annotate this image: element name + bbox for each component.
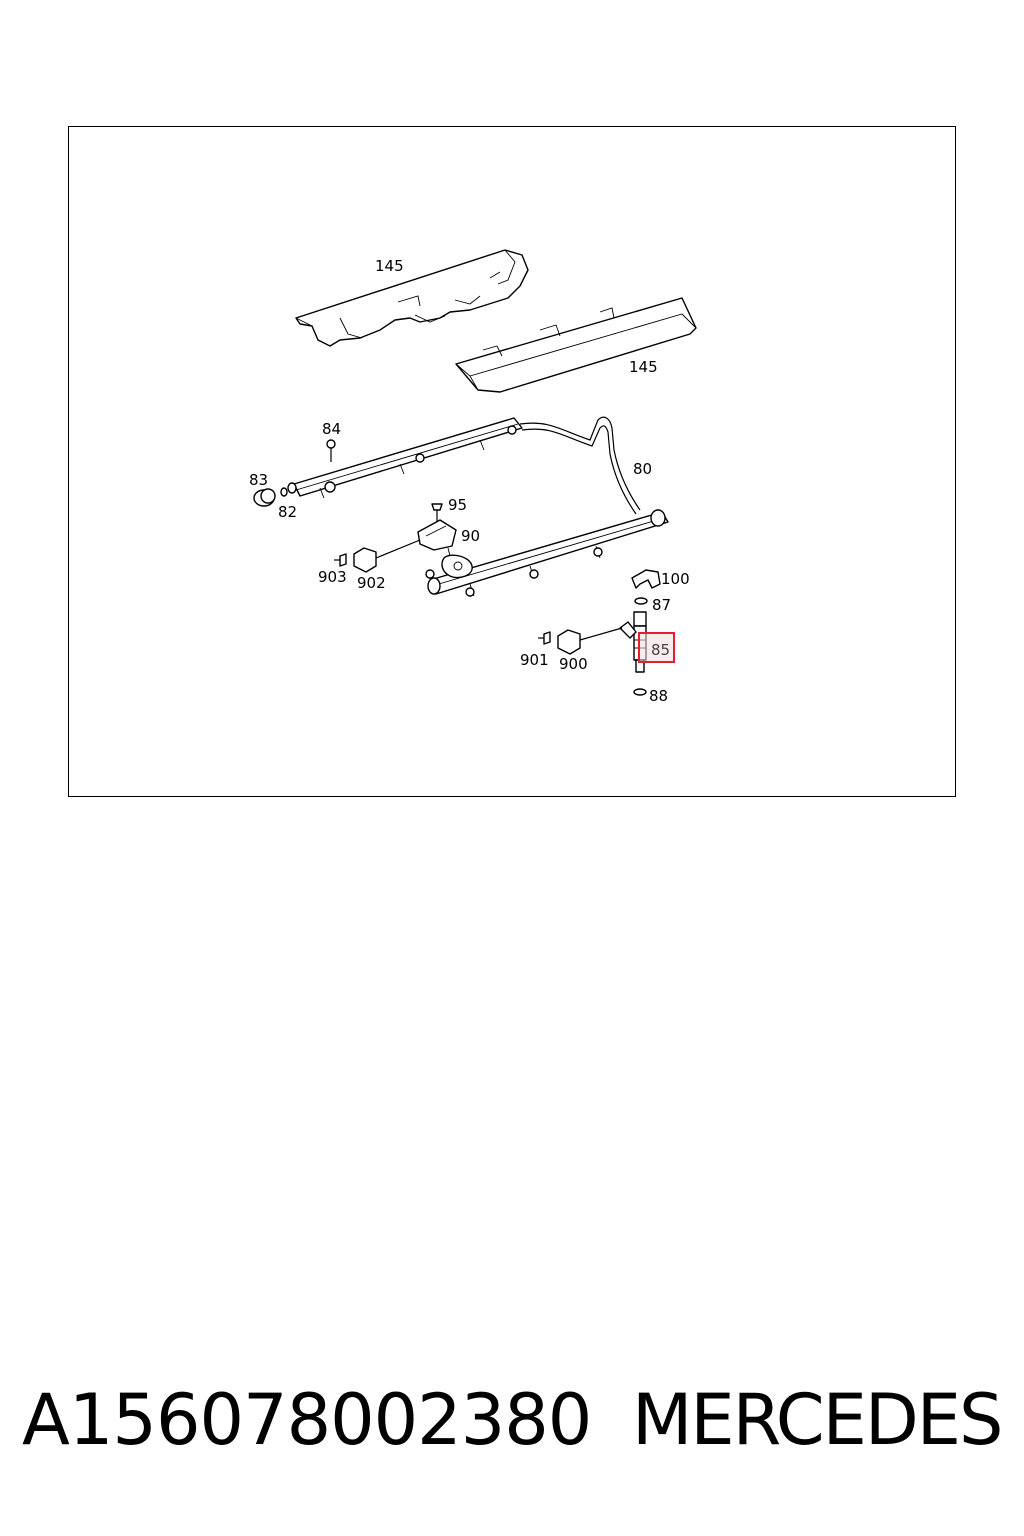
callout-87: 87 — [652, 596, 671, 614]
callout-95: 95 — [448, 496, 467, 514]
part-145-upper-cover[interactable] — [295, 249, 529, 347]
callout-85[interactable]: 85 — [651, 641, 670, 659]
part-number: A156078002380 — [22, 1379, 592, 1461]
part-903-clip[interactable] — [334, 553, 347, 567]
part-145-lower-cover[interactable] — [455, 297, 697, 393]
highlight-box-85 — [638, 632, 675, 663]
callout-88: 88 — [649, 687, 668, 705]
callout-901: 901 — [520, 651, 549, 669]
callout-82: 82 — [278, 503, 297, 521]
callout-80: 80 — [633, 460, 652, 478]
callout-902: 902 — [357, 574, 386, 592]
callout-84: 84 — [322, 420, 341, 438]
part-90-pressure-sensor[interactable] — [417, 519, 473, 579]
part-900-connector[interactable] — [557, 627, 623, 655]
brand-name: MERCEDES — [632, 1379, 1003, 1461]
callout-903: 903 — [318, 568, 347, 586]
part-80-fuel-rail[interactable] — [293, 416, 669, 597]
callout-83: 83 — [249, 471, 268, 489]
part-95-screw[interactable] — [431, 503, 443, 522]
part-83-cap[interactable] — [253, 488, 276, 507]
part-901-clip[interactable] — [538, 631, 551, 645]
part-100-clamp[interactable] — [631, 569, 661, 589]
caption: A156078002380 MERCEDES — [0, 1370, 1024, 1480]
callout-100: 100 — [661, 570, 690, 588]
part-902-connector[interactable] — [353, 539, 421, 573]
callout-900: 900 — [559, 655, 588, 673]
part-82-oring[interactable] — [280, 482, 297, 497]
diagram-frame — [68, 126, 956, 797]
callout-145-lower: 145 — [629, 358, 658, 376]
callout-145-upper: 145 — [375, 257, 404, 275]
part-87-seal[interactable] — [634, 597, 648, 605]
part-88-seal[interactable] — [633, 688, 647, 696]
callout-90: 90 — [461, 527, 480, 545]
part-84-screw[interactable] — [326, 439, 336, 462]
